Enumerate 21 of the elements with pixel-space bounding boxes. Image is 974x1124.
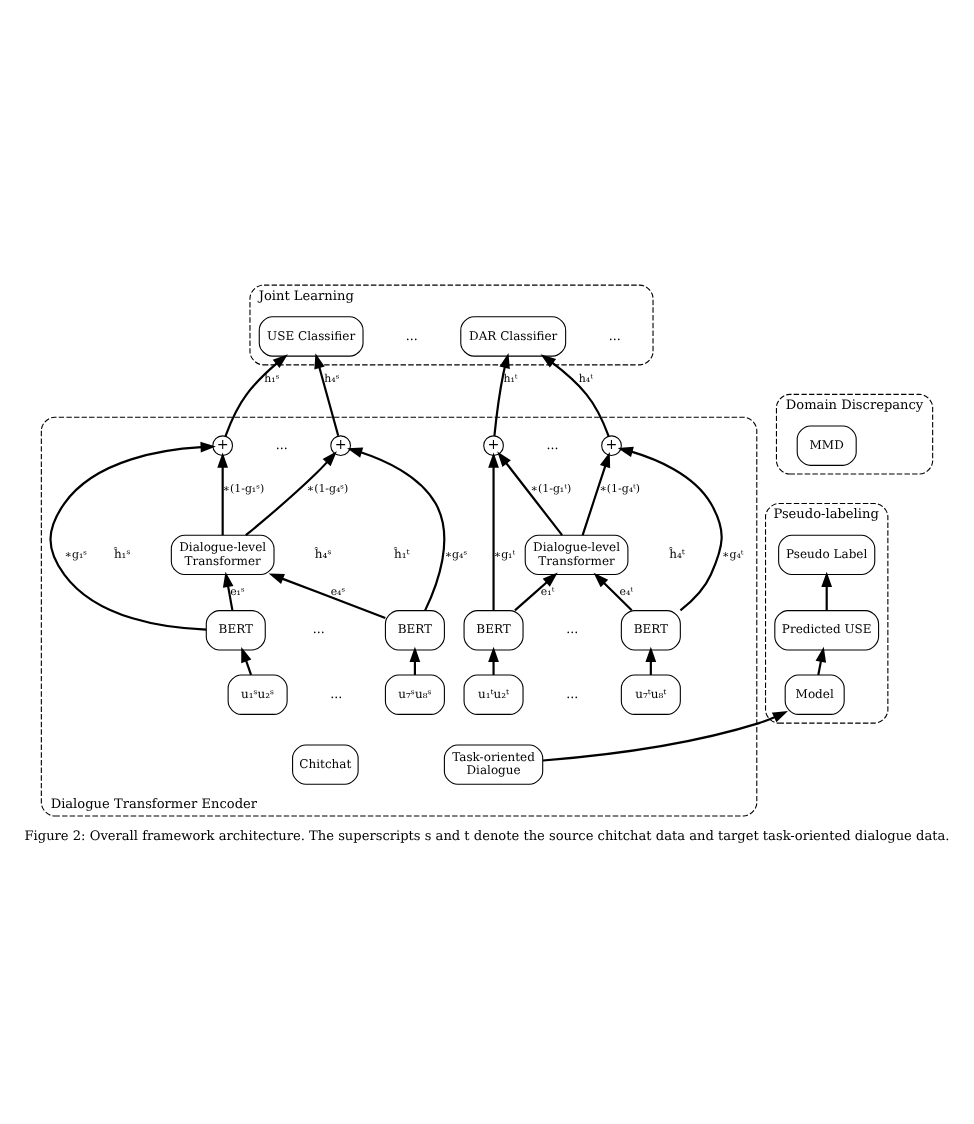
arrow <box>593 572 633 612</box>
arrow <box>497 451 563 536</box>
arrow <box>815 646 827 676</box>
arrow <box>224 354 288 437</box>
arrow <box>488 646 499 675</box>
arrow <box>222 571 234 611</box>
arrow <box>540 354 610 437</box>
arrow <box>241 646 253 676</box>
arrow <box>347 447 446 611</box>
arrow <box>514 572 558 612</box>
arrow <box>268 573 386 619</box>
arrow <box>217 452 229 536</box>
arrow <box>493 352 510 436</box>
arrow <box>821 571 833 611</box>
arrow <box>488 452 499 611</box>
arrow <box>542 711 788 762</box>
arrow <box>314 353 340 437</box>
arrow <box>49 441 216 631</box>
arrow <box>617 446 723 612</box>
arrow <box>581 452 611 536</box>
arrow <box>245 451 337 537</box>
